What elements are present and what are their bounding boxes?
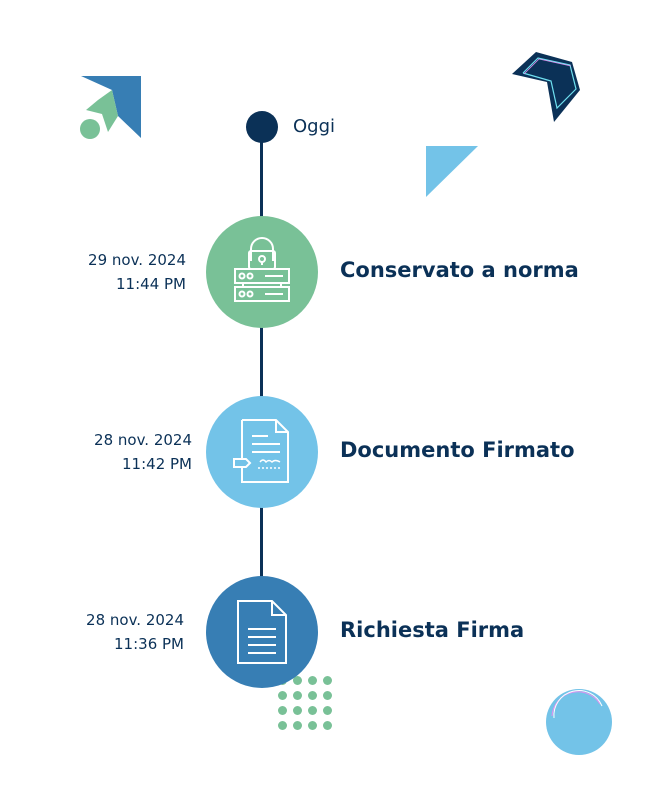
locked-server-icon (234, 237, 290, 302)
decorative-chevron-shape (512, 52, 580, 122)
decorative-triangle (426, 146, 478, 197)
event-icon-circle (206, 576, 318, 688)
event-title: Conservato a norma (340, 258, 579, 282)
event-icon-circle (206, 396, 318, 508)
event-datetime: 28 nov. 2024 11:36 PM (34, 608, 184, 656)
event-title: Documento Firmato (340, 438, 575, 462)
event-date: 28 nov. 2024 (94, 431, 192, 449)
event-date: 29 nov. 2024 (88, 251, 186, 269)
event-time: 11:44 PM (116, 275, 186, 293)
decorative-arrow-shape (80, 76, 141, 139)
decorative-dot-grid (278, 676, 332, 730)
event-title: Richiesta Firma (340, 618, 525, 642)
event-datetime: 28 nov. 2024 11:42 PM (42, 428, 192, 476)
decorative-circle (546, 689, 612, 755)
document-icon (237, 600, 287, 664)
timeline-start-dot (246, 111, 278, 143)
event-time: 11:36 PM (114, 635, 184, 653)
event-date: 28 nov. 2024 (86, 611, 184, 629)
signed-document-icon (233, 419, 289, 483)
timeline-line (260, 127, 263, 582)
event-time: 11:42 PM (122, 455, 192, 473)
event-icon-circle (206, 216, 318, 328)
today-label: Oggi (293, 116, 336, 137)
event-datetime: 29 nov. 2024 11:44 PM (36, 248, 186, 296)
